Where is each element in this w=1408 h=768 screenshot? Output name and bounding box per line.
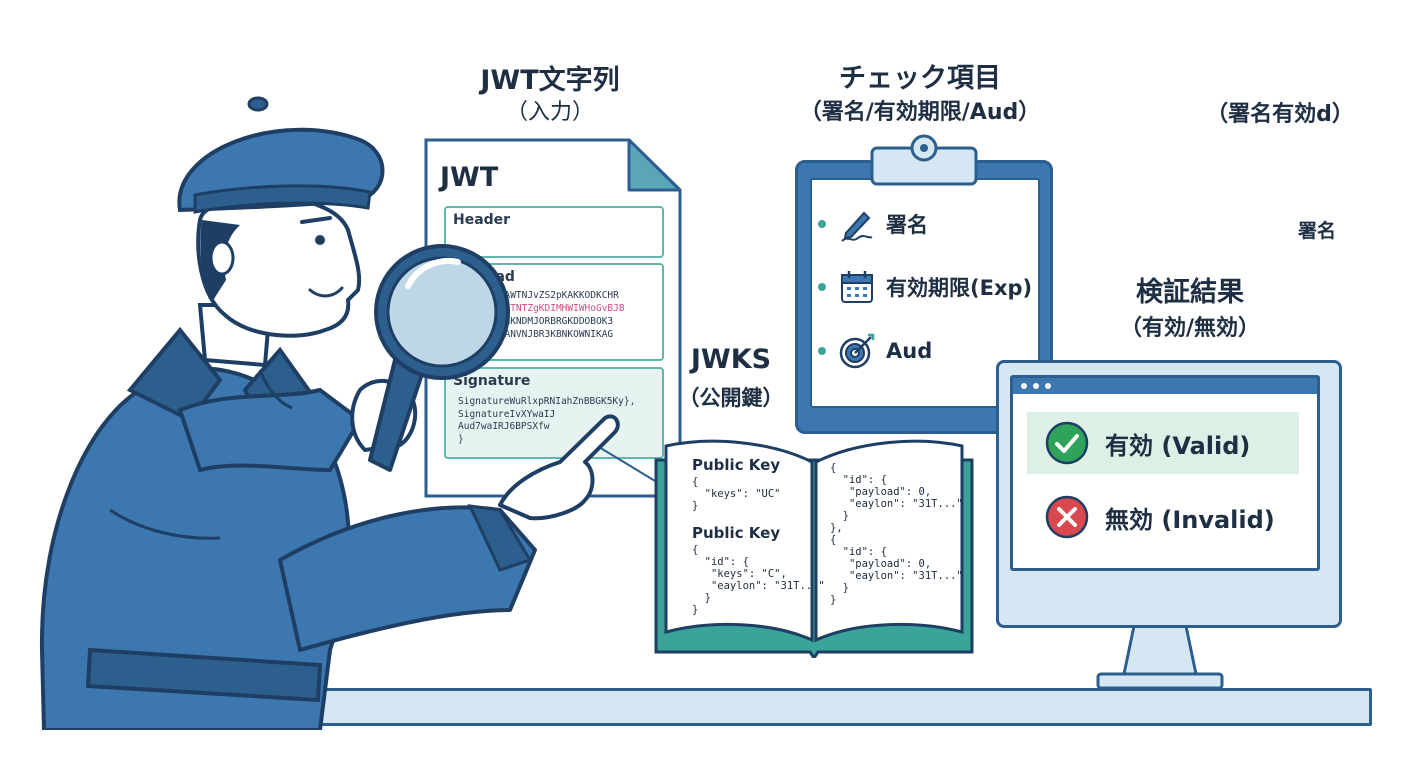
jwt-doc-heading: JWT	[440, 162, 499, 193]
bullet-dot	[818, 220, 826, 228]
jwks-book	[654, 439, 974, 658]
check-item-signature: 署名	[818, 205, 928, 243]
bullet-dot	[818, 347, 826, 355]
signature-line: Aud7waIRJ6BPSXfw	[458, 421, 550, 432]
check-title: チェック項目	[839, 63, 1001, 94]
check-item-expiry: 有効期限(Exp)	[818, 268, 1032, 306]
jwt-title: JWT文字列	[480, 65, 620, 96]
signature-line: SignatureWuRlxpRNIahZnBBGK5Ky},	[458, 396, 636, 407]
valid-label: 有効 (Valid)	[1105, 431, 1251, 460]
monitor-stand	[1096, 624, 1224, 690]
check-circle-icon	[1045, 421, 1089, 465]
calendar-icon	[838, 268, 876, 306]
check-subtitle: （署名/有効期限/Aud）	[799, 100, 1041, 125]
book-left-heading-1: Public Key	[692, 456, 781, 474]
pen-icon	[838, 205, 876, 243]
book-left-code-1: { "keys": "UC" }	[692, 476, 781, 512]
invalid-result-row: 無効 (Invalid)	[1027, 486, 1299, 548]
book-left-code-2: { "id": { "keys": "C", "eaylon": "31T...…	[692, 544, 825, 616]
signature-line: }	[458, 433, 464, 445]
target-icon	[838, 332, 876, 370]
book-left-heading-2: Public Key	[692, 524, 781, 542]
check-item-label: 署名	[886, 213, 928, 237]
jwt-signature-section: Signature SignatureWuRlxpRNIahZnBBGK5Ky}…	[444, 367, 664, 459]
jwt-signature-label: Signature	[453, 373, 531, 389]
detective-illustration	[39, 96, 620, 730]
payload-line: RLIxMOWGYNKNDMJORBRGKDDOBOK3	[453, 316, 614, 327]
side-sign-label: 署名	[1297, 220, 1336, 242]
jwt-header-label: Header	[453, 212, 511, 228]
invalid-label: 無効 (Invalid)	[1105, 505, 1275, 534]
window-dot	[1045, 383, 1051, 389]
cross-circle-icon	[1045, 495, 1089, 539]
window-title-bar	[1013, 378, 1317, 394]
payload-line: bIEoXZNGOSTNTZgKDIMHWIWHoGvBJB	[453, 303, 625, 314]
result-title: 検証結果	[1136, 277, 1244, 308]
result-subtitle: （有効/無効）	[1119, 316, 1261, 341]
window-dot	[1021, 383, 1027, 389]
valid-result-row: 有効 (Valid)	[1027, 412, 1299, 474]
desk	[300, 688, 1372, 726]
check-item-aud: Aud	[818, 332, 932, 370]
jwks-title: JWKS	[690, 344, 772, 375]
jwks-subtitle: （公開鍵）	[678, 386, 784, 410]
side-note: （署名有効d）	[1206, 102, 1354, 127]
window-dot	[1033, 383, 1039, 389]
bullet-dot	[818, 283, 826, 291]
payload-line: JWTchSoExAWTNJvZS2pKAKKODKCHR	[453, 290, 619, 301]
clipboard-clip	[870, 134, 978, 186]
check-item-label: 有効期限(Exp)	[886, 276, 1033, 300]
signature-connector-line	[593, 443, 661, 485]
book-right-code: { "id": { "payload": 0, "eaylon": "31T..…	[830, 462, 963, 606]
monitor-screen: 有効 (Valid) 無効 (Invalid)	[1010, 375, 1320, 571]
signature-line: SignatureIvXYwaIJ	[458, 408, 556, 420]
check-item-label: Aud	[886, 339, 933, 363]
payload-line: VRZHIKMSAANVNJBR3KBNKOWNIKAG	[453, 329, 614, 340]
jwt-header-section: Header	[444, 206, 664, 258]
jwt-signature-code: SignatureWuRlxpRNIahZnBBGK5Ky}, Signatur…	[458, 396, 635, 446]
jwt-subtitle: （入力）	[505, 100, 594, 125]
